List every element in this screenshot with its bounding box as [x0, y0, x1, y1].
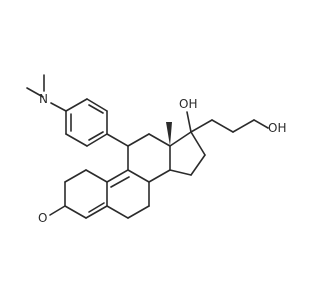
c3-o-ketone-bond	[49, 205, 66, 216]
c13-c17-bond	[169, 131, 192, 147]
chain-bond-1	[190, 119, 213, 133]
structure-canvas: N OH OH O	[26, 74, 286, 225]
c17-substituents	[186, 111, 269, 133]
dimethylamino-n-label: N	[39, 92, 48, 106]
c17-oh-bond	[186, 111, 192, 133]
c16-c15-bond	[190, 154, 206, 176]
phenyl-bond-6	[65, 98, 88, 112]
phenyl-to-c11-bond	[106, 133, 129, 147]
phenyl-inner-bond-b	[88, 131, 104, 141]
c10-c9-double-bond-inner	[110, 176, 130, 188]
steroid-core	[49, 131, 206, 219]
c17-hydroxyl-label: OH	[179, 97, 197, 111]
c17-c16-bond	[190, 131, 206, 156]
c13-methyl-wedge	[166, 122, 172, 146]
c3-c4-bond	[64, 205, 87, 219]
c6-c5-bond	[106, 205, 129, 219]
c7-c6-bond	[127, 205, 150, 219]
phenyl-inner-bond-c	[88, 104, 104, 114]
c14-c8-bond	[148, 169, 171, 183]
chain-bond-2	[211, 119, 234, 133]
dimethylaminophenyl-group	[26, 74, 129, 147]
chain-hydroxyl-label: OH	[268, 121, 286, 135]
phenyl-bond-3	[86, 133, 108, 147]
n-aryl-bond	[50, 102, 67, 112]
phenyl-bond-2	[65, 133, 88, 147]
chemical-structure-diagram: N OH OH O	[26, 74, 286, 225]
chain-bond-4	[253, 119, 269, 129]
c12-c13-bond	[148, 133, 171, 147]
ketone-o-label: O	[38, 211, 47, 225]
c4-c5-double-bond-inner	[88, 202, 105, 213]
c1-c2-bond	[64, 169, 87, 183]
c8-c9-bond	[127, 169, 150, 183]
phenyl-bond-5	[86, 98, 108, 112]
chain-bond-3	[232, 119, 255, 133]
c4-c5-double-bond	[85, 205, 108, 219]
c15-c14-bond	[169, 169, 192, 176]
n-methyl-bond-left	[26, 87, 44, 98]
c11-c12-bond	[127, 133, 150, 147]
c10-c9-double-bond	[106, 169, 129, 183]
c10-c1-bond	[85, 169, 108, 183]
